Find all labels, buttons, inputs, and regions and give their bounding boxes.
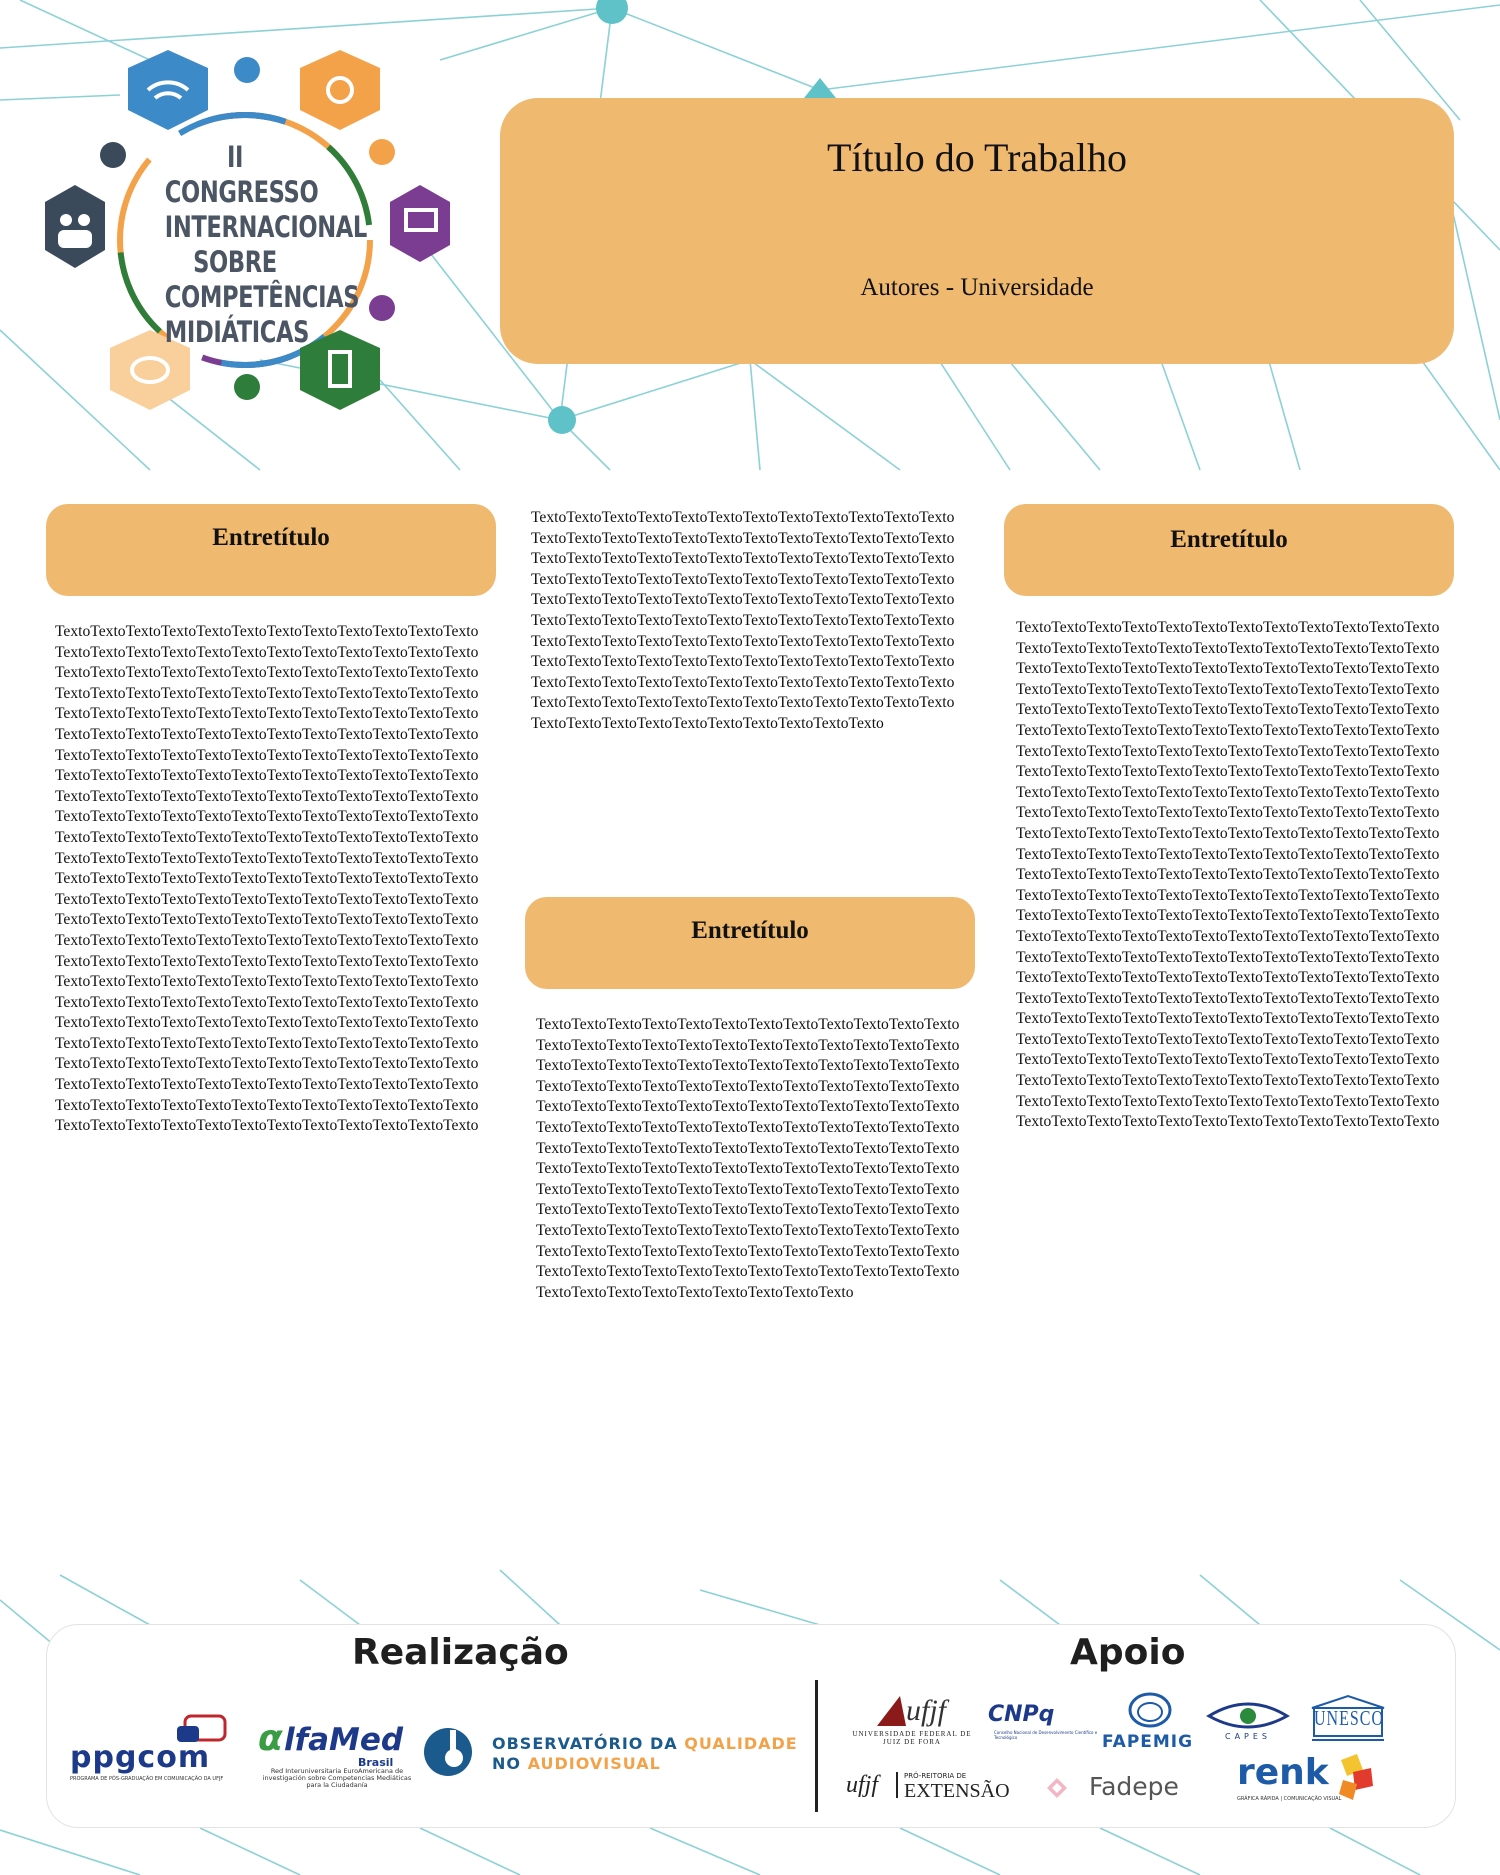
alfamed-alpha-icon: α [258, 1718, 283, 1759]
tablet-icon [300, 330, 380, 410]
congress-logo-graphic [45, 50, 450, 410]
congress-logo-text: II CONGRESSO INTERNACIONAL SOBRE COMPETÊ… [164, 140, 368, 350]
logo-line: INTERNACIONAL [164, 210, 368, 244]
wifi-icon [128, 50, 208, 130]
fadepe-diamond-icon [1047, 1778, 1067, 1798]
observatorio-line1-accent: QUALIDADE [684, 1734, 798, 1753]
logo-line: MIDIÁTICAS [164, 315, 310, 349]
fapemig-swirl-icon [1128, 1692, 1172, 1728]
extensao-separator [896, 1772, 898, 1798]
capes-wordmark: CAPES [1224, 1732, 1271, 1741]
cnpq-caption: Conselho Nacional de Desenvolvimento Cie… [994, 1730, 1098, 1740]
ufjf-tower-icon: ufjf [877, 1694, 950, 1727]
renk-wordmark: renk [1237, 1752, 1329, 1793]
body-text-left: TextoTextoTextoTextoTextoTextoTextoTexto… [55, 623, 479, 1135]
ppgcom-badge-icon [177, 1714, 227, 1742]
title-box: Título do Trabalho Autores - Universidad… [500, 98, 1454, 364]
ufjf-name: Universidade Federal de Juiz de Fora [852, 1730, 972, 1746]
congress-logo: II CONGRESSO INTERNACIONAL SOBRE COMPETÊ… [40, 40, 460, 430]
page-title: Título do Trabalho [826, 135, 1128, 180]
realizacao-heading: Realização [352, 1632, 569, 1673]
observatorio-line2: NO [492, 1754, 521, 1773]
observatorio-logo: OBSERVATÓRIO DA QUALIDADE NO AUDIOVISUAL [420, 1724, 797, 1784]
fapemig-logo: FAPEMIG [1100, 1690, 1200, 1754]
monitor-icon [390, 185, 450, 262]
observatorio-line2-accent: AUDIOVISUAL [527, 1754, 661, 1773]
renk-caption: GRÁFICA RÁPIDA | COMUNICAÇÃO VISUAL [1237, 1796, 1342, 1802]
ppgcom-wordmark: ppgcom [70, 1740, 211, 1775]
logo-line: II CONGRESSO [164, 140, 319, 209]
alfamed-country: Brasil [358, 1756, 394, 1769]
ufjf-logo: ufjf Universidade Federal de Juiz de For… [842, 1690, 982, 1754]
sponsors-panel [46, 1624, 1456, 1828]
observatorio-line1: OBSERVATÓRIO DA [492, 1734, 678, 1753]
body-text-right: TextoTextoTextoTextoTextoTextoTextoTexto… [1016, 619, 1440, 1131]
cnpq-wordmark: CNPq [988, 1702, 1055, 1727]
alfamed-wordmark: lfaMed [284, 1722, 404, 1758]
renk-logo: renk GRÁFICA RÁPIDA | COMUNICAÇÃO VISUAL [1235, 1752, 1375, 1812]
at-sign-icon [300, 50, 380, 130]
body-text-middle-top: TextoTextoTextoTextoTextoTextoTextoTexto… [531, 509, 955, 732]
extensao-wordmark: EXTENSÃO [904, 1780, 1010, 1802]
extensao-small: PRÓ-REITORIA DE [904, 1772, 967, 1780]
unesco-wordmark: UNESCO [1314, 1708, 1385, 1731]
apoio-heading: Apoio [1070, 1632, 1186, 1673]
footer-divider [815, 1680, 818, 1812]
renk-puzzle-icon [1339, 1754, 1373, 1800]
chat-icon [110, 330, 190, 410]
ppgcom-caption: PROGRAMA DE PÓS-GRADUAÇÃO EM COMUNICAÇÃO… [70, 1776, 224, 1782]
ppgcom-logo: ppgcom PROGRAMA DE PÓS-GRADUAÇÃO EM COMU… [70, 1712, 235, 1782]
capes-eye-icon [1206, 1702, 1290, 1729]
extensao-prefix: ufjf [846, 1772, 879, 1798]
capes-logo: CAPES [1205, 1698, 1291, 1746]
users-icon [45, 185, 105, 268]
fadepe-logo: Fadepe [1045, 1772, 1225, 1806]
body-text-middle-bottom: TextoTextoTextoTextoTextoTextoTextoTexto… [536, 1016, 960, 1301]
subheading-left: Entretítulo [46, 504, 496, 596]
alfamed-logo: α lfaMed Brasil Red Interuniversitaria E… [258, 1718, 411, 1798]
subheading-middle: Entretítulo [525, 897, 975, 989]
authors-line: Autores - Universidade [860, 274, 1094, 301]
logo-line: COMPETÊNCIAS [164, 280, 360, 314]
cnpq-logo: CNPq Conselho Nacional de Desenvolviment… [988, 1702, 1098, 1742]
observatorio-circle-icon [424, 1728, 472, 1776]
fadepe-wordmark: Fadepe [1089, 1772, 1179, 1801]
fapemig-wordmark: FAPEMIG [1102, 1732, 1194, 1752]
unesco-logo: UNESCO [1308, 1694, 1388, 1746]
logo-line: SOBRE [193, 245, 277, 279]
alfamed-caption: Red Interuniversitaria EuroAmericana de … [262, 1767, 412, 1789]
unesco-temple-icon [1311, 1694, 1385, 1741]
subheading-right: Entretítulo [1004, 504, 1454, 596]
ufjf-extensao-logo: ufjf PRÓ-REITORIA DE EXTENSÃO [846, 1770, 1026, 1806]
svg-text:ufjf: ufjf [906, 1694, 950, 1727]
